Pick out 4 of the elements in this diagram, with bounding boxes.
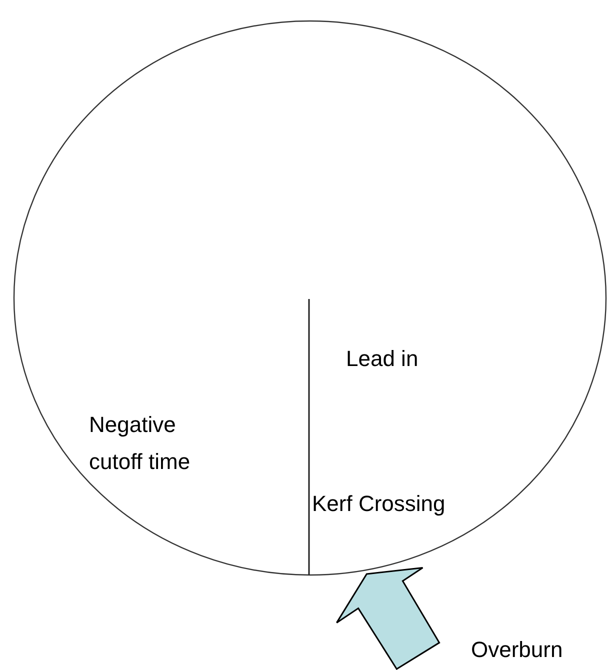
part-label: Lead in [346, 345, 420, 373]
part-label: Overburn [471, 636, 564, 664]
part-label: Kerf Crossing [312, 490, 446, 518]
part-label: Negative cutoff time [89, 411, 192, 476]
